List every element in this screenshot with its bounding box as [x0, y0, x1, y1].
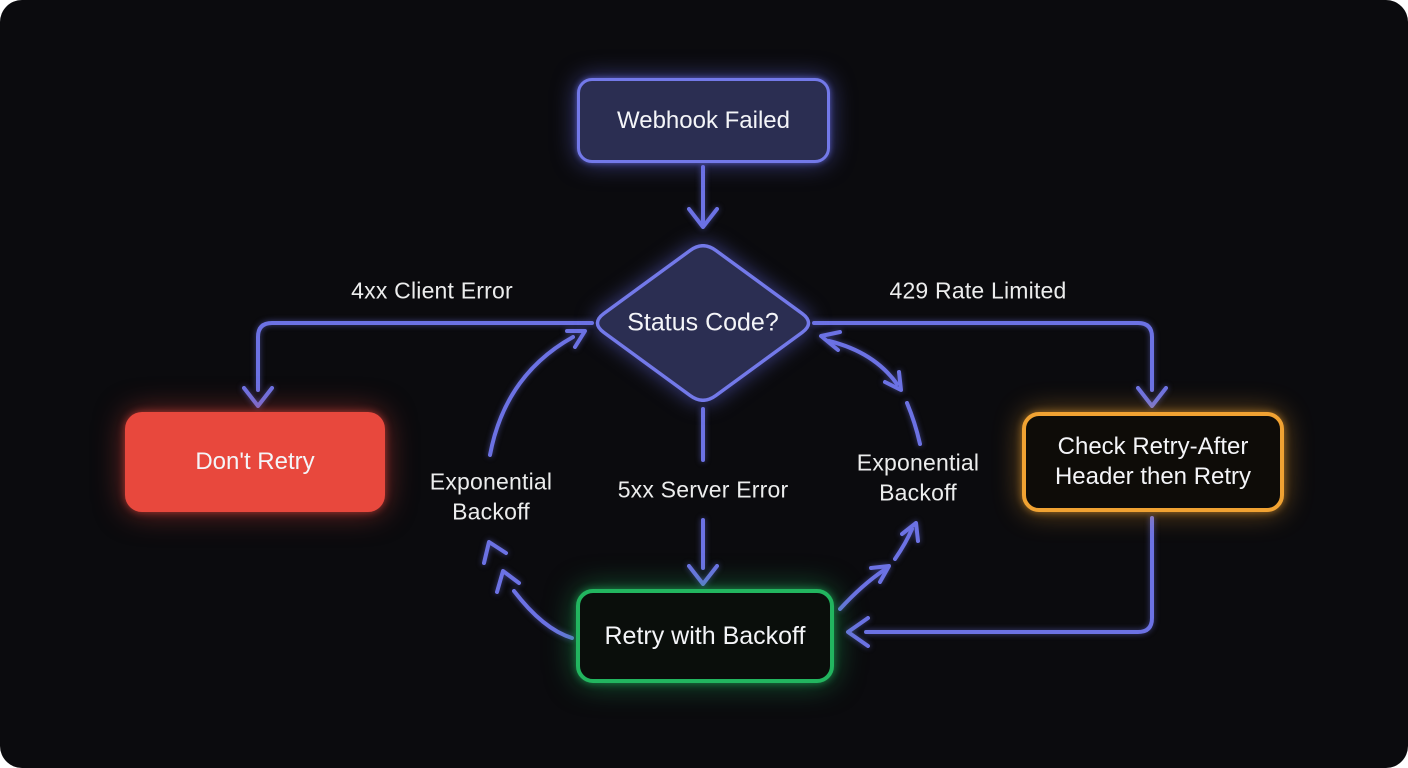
arrowhead-backoff-right-down [883, 370, 903, 392]
edge-label-4xx-client-error: 4xx Client Error [351, 277, 513, 304]
node-webhook-failed-label: Webhook Failed [617, 106, 790, 134]
node-status-code-label: Status Code? [627, 308, 779, 337]
edge-backoff-right-mid [905, 401, 922, 446]
edge-label-exponential-backoff-left: Exponential Backoff [429, 468, 553, 525]
edge-backoff-right-top [827, 339, 899, 386]
edge-check-retry-to-retry [864, 516, 1154, 634]
edge-backoff-left-upper [488, 335, 575, 457]
node-check-retry-after: Check Retry-After Header then Retry [1022, 412, 1284, 512]
node-retry-with-backoff-label: Retry with Backoff [604, 621, 806, 650]
node-dont-retry: Don't Retry [125, 412, 385, 512]
node-webhook-failed: Webhook Failed [577, 78, 830, 163]
chevron-backoff-right-2 [900, 521, 920, 543]
edge-status-to-check-retry [812, 321, 1154, 392]
chevron-backoff-right-1 [869, 564, 891, 584]
arrowhead-down-into-diamond [687, 207, 719, 229]
arrowhead-down-into-check-retry [1136, 386, 1168, 408]
chevron-backoff-left-1 [482, 540, 508, 565]
edge-backoff-right-lower [838, 568, 886, 611]
edge-status-to-dont-retry [256, 321, 594, 392]
edge-label-exponential-backoff-right: Exponential Backoff [856, 449, 980, 506]
arrowhead-down-into-retry [687, 564, 719, 586]
edge-backoff-left-lower [512, 589, 574, 640]
node-check-retry-after-label: Check Retry-After Header then Retry [1054, 432, 1252, 490]
status-code-diamond [595, 244, 811, 402]
node-retry-with-backoff: Retry with Backoff [576, 589, 834, 683]
edge-label-5xx-server-error: 5xx Server Error [617, 476, 789, 503]
chevron-backoff-left-2 [495, 569, 521, 594]
arrowhead-into-diamond-left [565, 329, 587, 349]
node-dont-retry-label: Don't Retry [195, 448, 315, 475]
edge-backoff-right-lower2 [893, 527, 914, 561]
arrowhead-into-diamond-right [819, 330, 842, 352]
arrowhead-left-into-retry [846, 616, 870, 648]
arrowhead-down-into-dont-retry [242, 386, 274, 408]
edge-label-429-rate-limited: 429 Rate Limited [889, 277, 1067, 304]
